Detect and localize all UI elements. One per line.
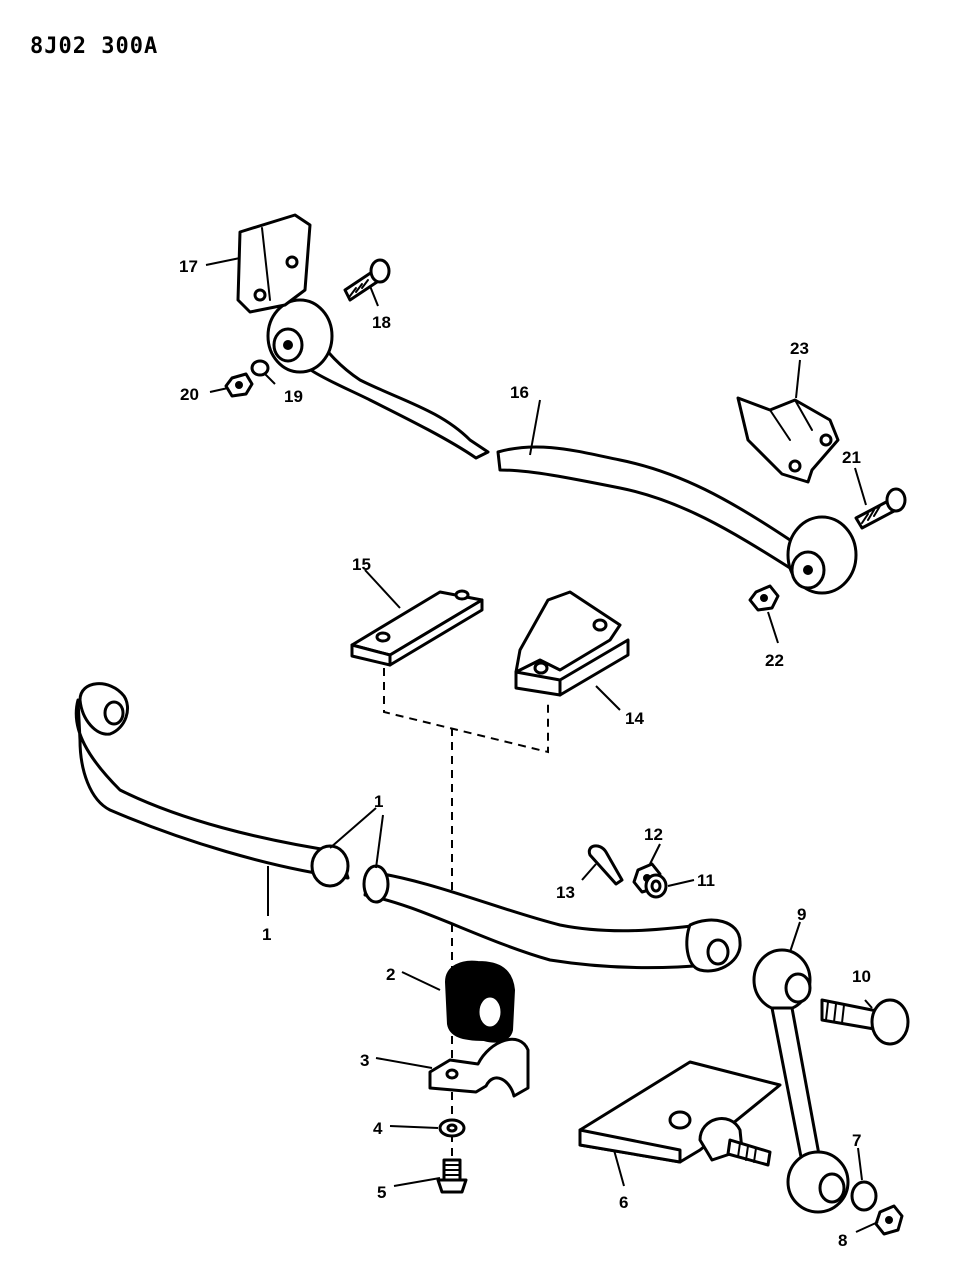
- nut-22: [748, 584, 780, 612]
- callout-21: 21: [842, 448, 861, 467]
- callout-7: 7: [852, 1131, 861, 1150]
- front-stabilizer-bar: [74, 682, 742, 973]
- nut-8: [874, 1204, 904, 1236]
- callout-16: 16: [510, 383, 529, 402]
- callout-11: 11: [697, 871, 715, 890]
- callout-9: 9: [797, 905, 806, 924]
- bracket-23: [736, 396, 840, 484]
- callout-3: 3: [360, 1051, 369, 1070]
- callout-2: 2: [386, 965, 395, 984]
- callout-20: 20: [180, 385, 199, 404]
- callout-23: 23: [790, 339, 809, 358]
- nut-20: [224, 372, 254, 398]
- callout-22: 22: [765, 651, 784, 670]
- callout-6: 6: [619, 1193, 628, 1212]
- retainer-bracket-3: [428, 1037, 530, 1098]
- link-9: [752, 948, 850, 1214]
- bushing-2: [444, 960, 516, 1043]
- washer-7: [850, 1180, 878, 1212]
- axle-bracket-6: [578, 1060, 782, 1167]
- bracket-14: [514, 590, 630, 697]
- callout-15: 15: [352, 555, 371, 574]
- bolt-18: [343, 258, 391, 302]
- callout-13: 13: [556, 883, 575, 902]
- callout-1a: 1: [374, 792, 383, 811]
- callout-14: 14: [625, 709, 644, 728]
- callout-4: 4: [373, 1119, 383, 1138]
- drawing-reference-code: 8J02 300A: [30, 34, 159, 59]
- bolt-21: [854, 487, 907, 530]
- callout-1b: 1: [262, 925, 271, 944]
- washer-19: [250, 359, 270, 377]
- callout-8: 8: [838, 1231, 847, 1250]
- washer-4: [438, 1118, 466, 1138]
- bolt-5: [436, 1158, 468, 1194]
- bracket-17: [236, 213, 312, 314]
- cotter-pin-13: [587, 844, 624, 886]
- retainer-plate-15: [350, 589, 484, 667]
- callout-17: 17: [179, 257, 198, 276]
- callout-18: 18: [372, 313, 391, 332]
- bolt-10: [820, 998, 910, 1046]
- callout-19: 19: [284, 387, 303, 406]
- callout-5: 5: [377, 1183, 386, 1202]
- callout-labels: 17 18 20 19 16 23 21 22 15 14 1 1 2 3 4 …: [179, 257, 871, 1250]
- rear-stabilizer-bar: [266, 298, 858, 595]
- washer-11: [644, 873, 668, 899]
- leader-lines: [205, 257, 879, 1233]
- callout-10: 10: [852, 967, 871, 986]
- callout-12: 12: [644, 825, 663, 844]
